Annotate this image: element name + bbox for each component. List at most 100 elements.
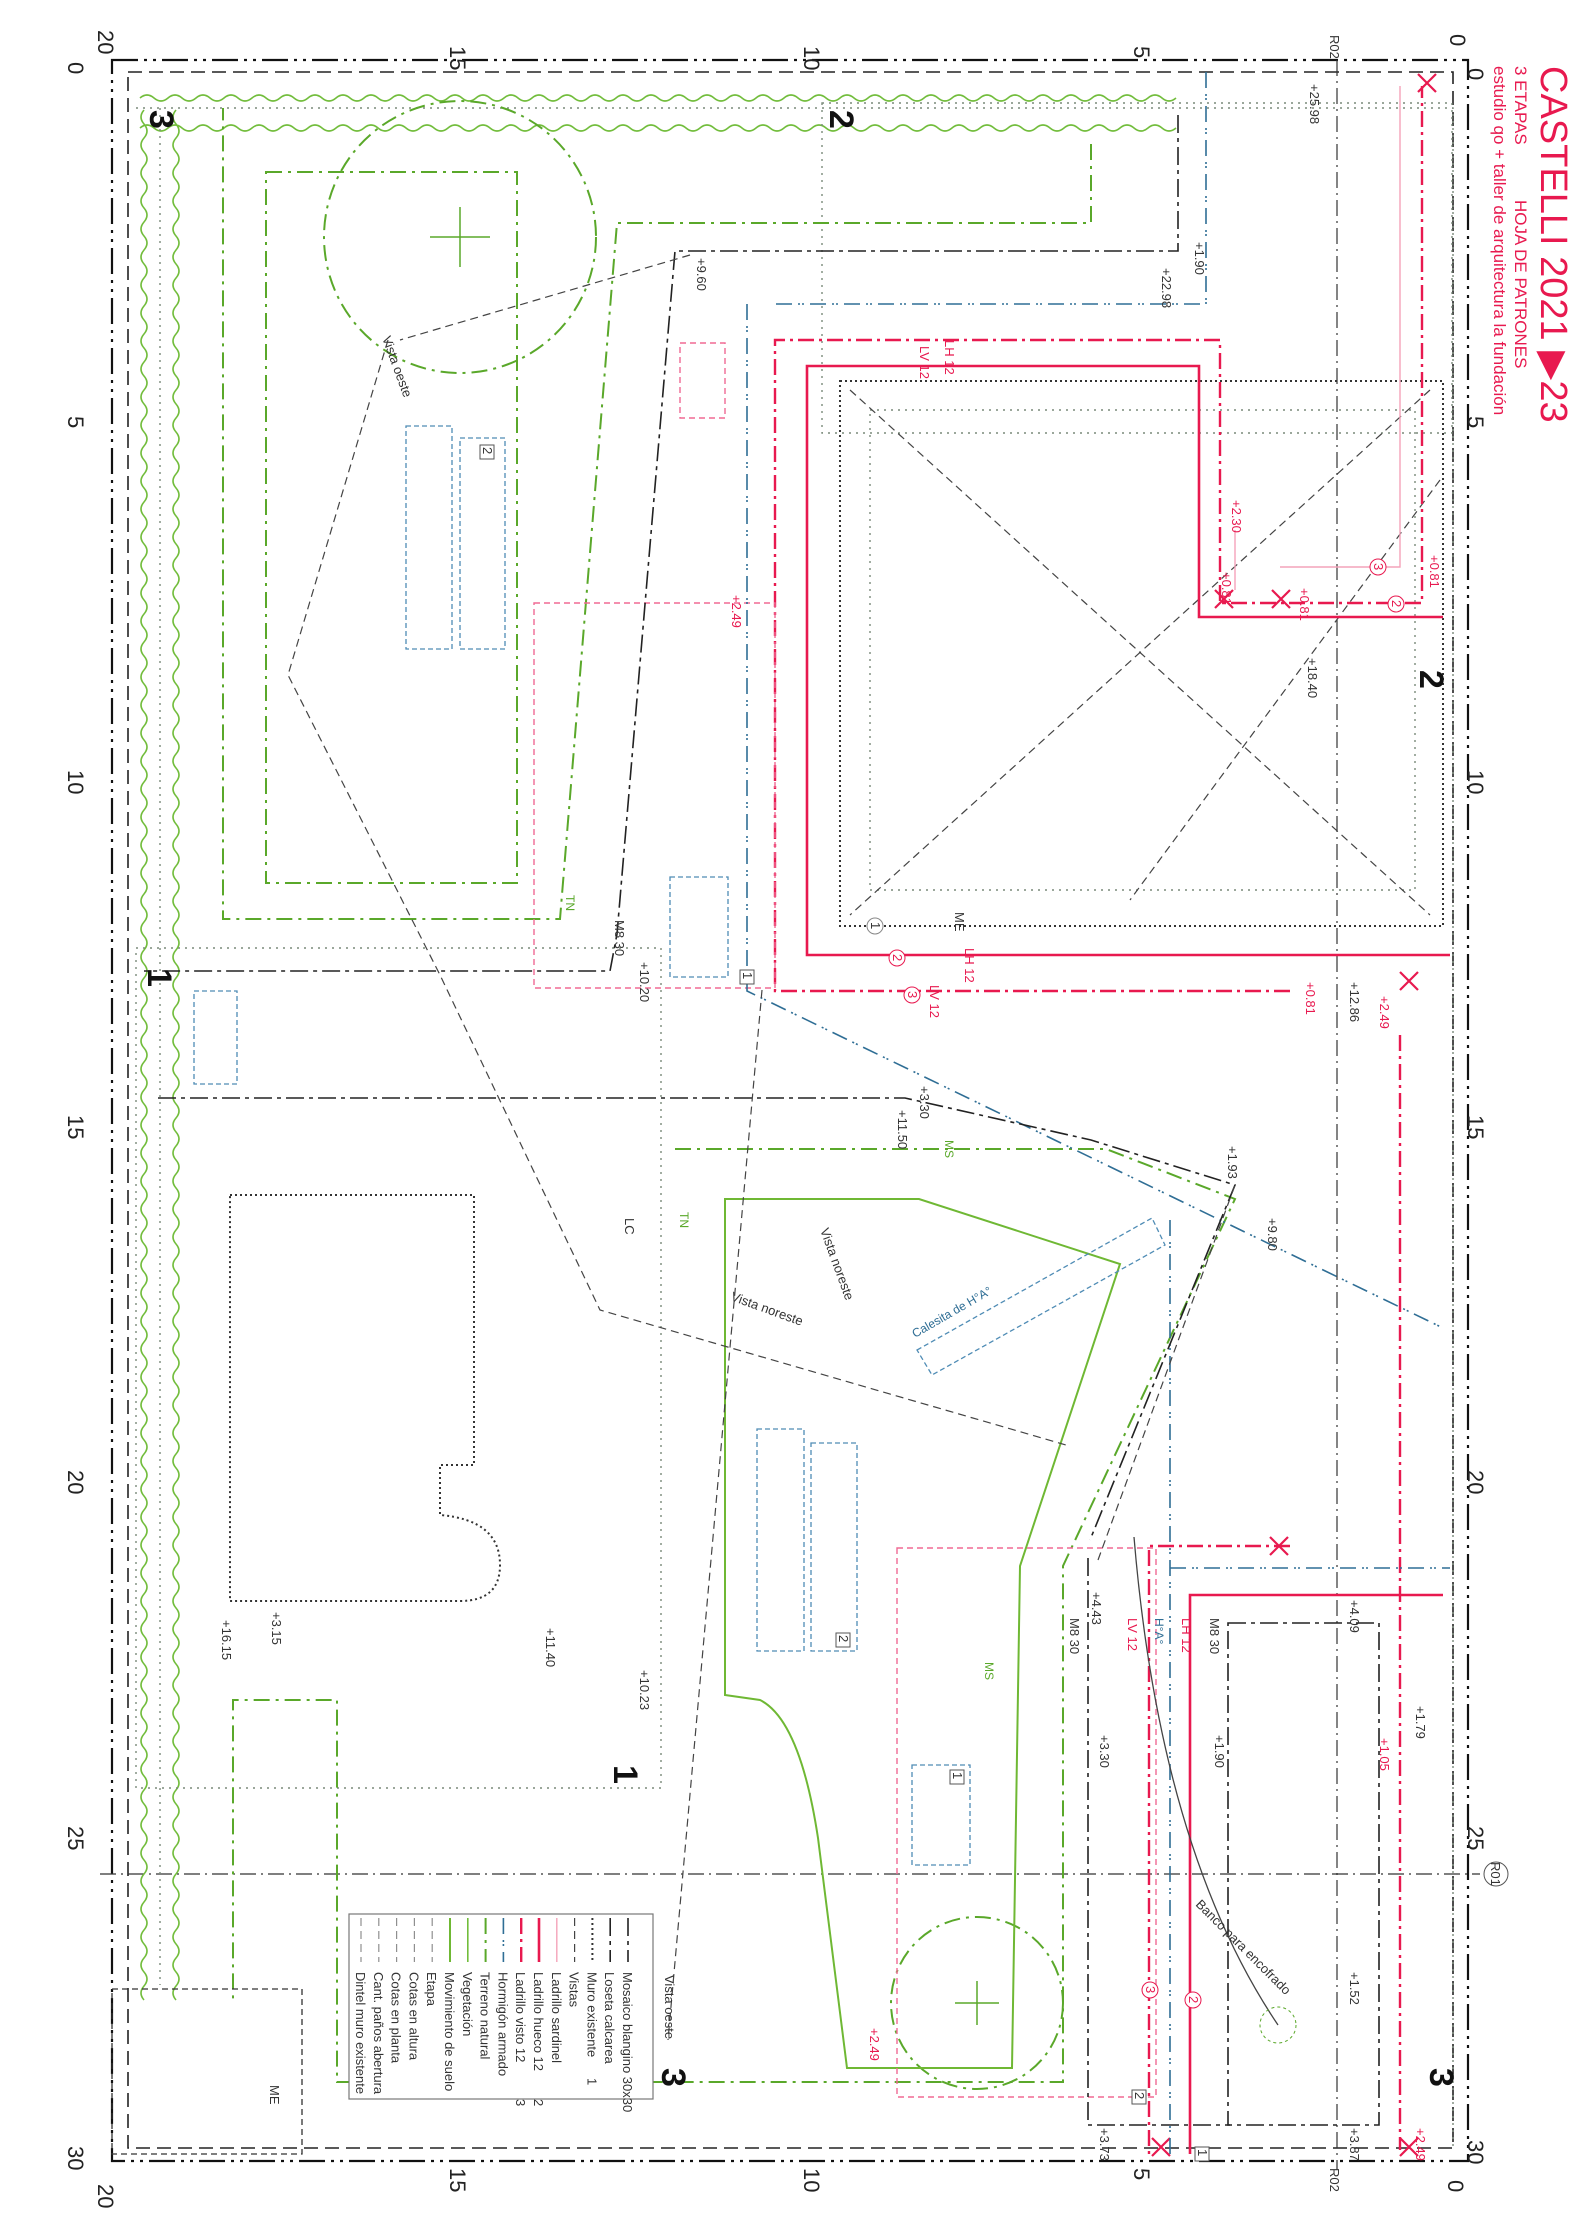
x-tick: 5 bbox=[1129, 2168, 1154, 2180]
level-label: +3.15 bbox=[269, 1612, 284, 1645]
existing-wall-top bbox=[136, 107, 1454, 2150]
vegetation-line-left-2 bbox=[172, 109, 180, 2001]
formwork-pivot bbox=[1259, 2006, 1297, 2044]
y-tick: 0 bbox=[1463, 68, 1488, 80]
stage-numbers: 3 2 2 1 1 3 3 bbox=[140, 110, 1460, 2087]
r02-label-top: R02 bbox=[1327, 35, 1342, 59]
material-label: MS bbox=[982, 1662, 996, 1680]
legend-item: Movimiento de suelo bbox=[442, 1918, 457, 2091]
existing-wall-stage2 bbox=[821, 102, 1453, 434]
x-tick: 0 bbox=[1445, 34, 1470, 46]
y-axis-right: 0 5 10 15 20 25 30 bbox=[1463, 68, 1488, 2164]
stage-box: 1 bbox=[740, 972, 755, 979]
level-label: +9.60 bbox=[694, 258, 709, 291]
level-label: +3.30 bbox=[1097, 1735, 1112, 1768]
y-tick: 5 bbox=[63, 416, 88, 428]
legend-item: Vegetación bbox=[460, 1918, 475, 2036]
legend-label: Cant. paños abertura bbox=[371, 1972, 386, 2095]
reinforced-concrete-top bbox=[775, 72, 1207, 305]
level-label: +4.09 bbox=[1347, 1600, 1362, 1633]
view-label: Vista oeste bbox=[379, 334, 415, 399]
legend-badge: 1 bbox=[584, 2078, 599, 2085]
level-label: +18.40 bbox=[1305, 658, 1320, 698]
r01-label: R01 bbox=[1488, 1862, 1503, 1886]
material-labels: LH 12 LV 12 LH 12 LV 12 LV 12 LH 12 H°A°… bbox=[267, 340, 1222, 2105]
y-tick: 5 bbox=[1463, 416, 1488, 428]
legend-label: Muro existente bbox=[584, 1972, 599, 2057]
formwork-arc bbox=[1133, 1536, 1279, 2026]
legend-label: Dintel muro existente bbox=[353, 1972, 368, 2094]
level-label: +3.87 bbox=[1347, 2128, 1362, 2161]
legend-label: Vegetación bbox=[460, 1972, 475, 2036]
material-label: LC bbox=[622, 1218, 637, 1235]
material-circles: 1 2 3 2 3 3 2 bbox=[866, 558, 1405, 2009]
legend-label: Movimiento de suelo bbox=[442, 1972, 457, 2091]
legend-label: Cotas en planta bbox=[389, 1972, 404, 2064]
x-tick: 20 bbox=[93, 2184, 118, 2208]
mosaic-area-stage3 bbox=[1227, 1622, 1380, 2126]
sheet-name: HOJA DE PATRONES bbox=[1511, 200, 1530, 368]
volume-2 bbox=[911, 1764, 971, 1866]
level-label: +10.23 bbox=[637, 1670, 652, 1710]
stage-box: 1 bbox=[1195, 2149, 1210, 2156]
circle-badge: 1 bbox=[868, 922, 883, 929]
level-label: +4.43 bbox=[1089, 1592, 1104, 1625]
legend-label: Mosaico blangino 30x30 bbox=[620, 1972, 635, 2112]
hollow-brick-wall-lh12 bbox=[805, 364, 1450, 957]
level-label: +3.73 bbox=[1097, 2128, 1112, 2161]
level-label: +9.80 bbox=[1265, 1218, 1280, 1251]
title-block: CASTELLI 2021 ▶23 3 ETAPAS HOJA DE PATRO… bbox=[1490, 66, 1574, 423]
circle-badge: 3 bbox=[1371, 563, 1386, 570]
mosaic-path-stage2 bbox=[144, 115, 1179, 972]
level-label: +0.81 bbox=[1303, 982, 1318, 1015]
legend-label: Ladrillo hueco 12 bbox=[531, 1972, 546, 2071]
legend-item: Vistas bbox=[567, 1918, 582, 2008]
circle-badge: 2 bbox=[1186, 1996, 1201, 2003]
stage-number: 3 bbox=[1422, 2068, 1460, 2087]
legend-label: Hormigón armado bbox=[495, 1972, 510, 2076]
object-label: Calesita de H°A° bbox=[910, 1284, 995, 1341]
legend-item: Terreno natural bbox=[478, 1918, 493, 2060]
level-label: +1.79 bbox=[1413, 1706, 1428, 1739]
tree-center bbox=[430, 207, 490, 267]
existing-building-walls bbox=[839, 380, 1444, 927]
x-tick: 10 bbox=[799, 2168, 824, 2192]
authors: estudio qo + taller de arquitectura la f… bbox=[1490, 66, 1509, 415]
material-label: LV 12 bbox=[917, 346, 932, 379]
legend-item: Ladrillo visto 123 bbox=[513, 1918, 528, 2106]
bench-3 bbox=[756, 1428, 805, 1652]
material-label: TN bbox=[677, 1212, 691, 1228]
project-title: CASTELLI 2021 ▶23 bbox=[1532, 66, 1574, 423]
tree-center-2 bbox=[955, 1981, 999, 2025]
y-tick: 15 bbox=[1463, 1115, 1488, 1139]
y-tick: 20 bbox=[63, 1470, 88, 1494]
legend-item: Muro existente 1 bbox=[584, 1918, 599, 2085]
x-tick: 10 bbox=[799, 46, 824, 70]
level-label: +25.98 bbox=[1307, 84, 1322, 124]
level-label: +0.81 bbox=[1427, 555, 1442, 588]
legend-item: Cotas en altura bbox=[406, 1918, 421, 2061]
x-tick: 15 bbox=[445, 2168, 470, 2192]
level-label: +1.52 bbox=[1347, 1972, 1362, 2005]
x-tick: 15 bbox=[445, 46, 470, 70]
inner-frame bbox=[127, 71, 1454, 2149]
stage-box: 2 bbox=[480, 447, 495, 454]
legend-label: Terreno natural bbox=[478, 1972, 493, 2060]
tree-canopy-2 bbox=[890, 1916, 1064, 2090]
circle-badge: 2 bbox=[890, 954, 905, 961]
y-tick: 10 bbox=[63, 770, 88, 794]
stages-subtitle: 3 ETAPAS bbox=[1511, 66, 1530, 145]
level-label: +2.30 bbox=[1229, 500, 1244, 533]
legend-item: Mosaico blangino 30x30 bbox=[620, 1918, 635, 2112]
circle-badge: 3 bbox=[905, 991, 920, 998]
level-label: +1.90 bbox=[1192, 242, 1207, 275]
stage-number: 3 bbox=[142, 110, 180, 129]
legend-label: Vistas bbox=[567, 1972, 582, 2008]
legend-item: Hormigón armado bbox=[495, 1918, 510, 2076]
legend-item: Ladrillo sardinel bbox=[549, 1918, 564, 2063]
r02-label-bottom: R02 bbox=[1327, 2168, 1342, 2192]
legend-badge: 3 bbox=[513, 2099, 528, 2106]
soil-movement-center bbox=[724, 1198, 1122, 2069]
